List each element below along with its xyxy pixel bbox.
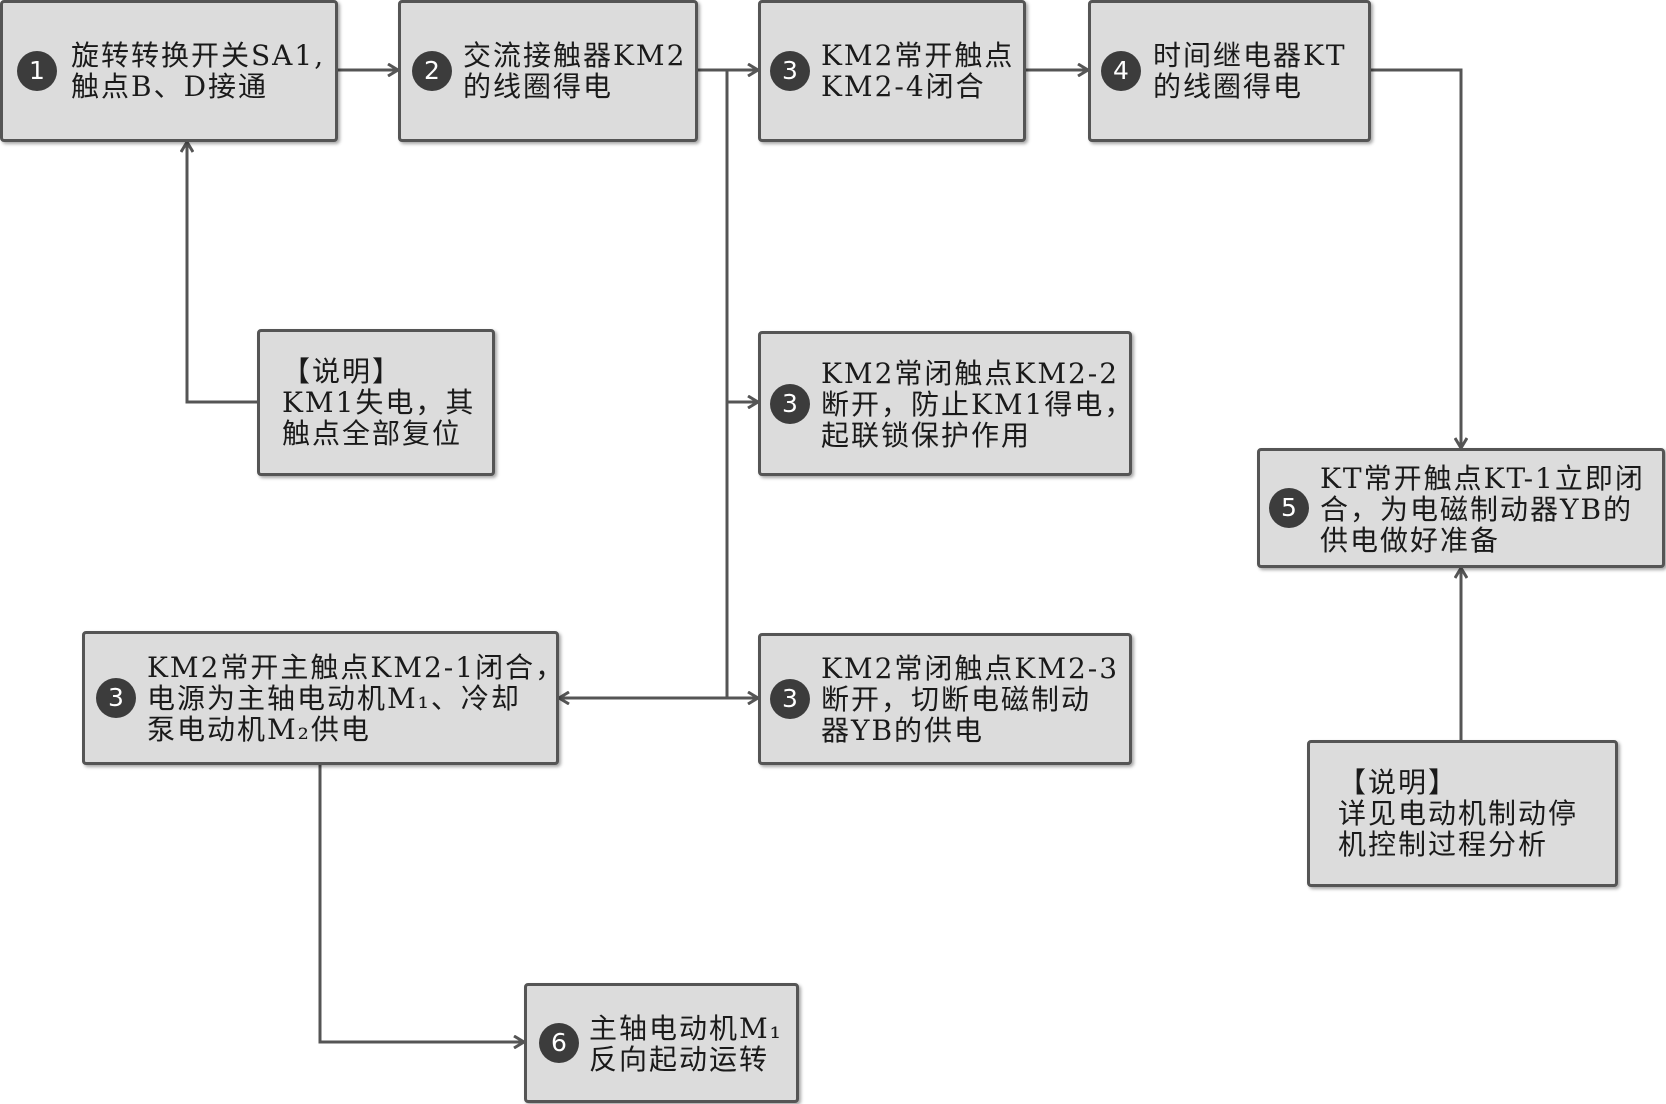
arrow-3c-to-6 bbox=[318, 765, 524, 1042]
text-line: 反向起动运转 bbox=[589, 1043, 770, 1076]
note-text: 【说明】 KM1失电，其 触点全部复位 bbox=[282, 356, 475, 449]
text-line: 机控制过程分析 bbox=[1338, 828, 1549, 861]
step-5-box: 5 KT常开触点KT-1立即闭 合，为电磁制动器YB的 供电做好准备 bbox=[1257, 448, 1665, 568]
text-line: 详见电动机制动停 bbox=[1338, 797, 1579, 830]
text-line: 泵电动机M₂供电 bbox=[147, 713, 371, 746]
step-text: 交流接触器KM2 的线圈得电 bbox=[463, 40, 686, 102]
text-line: KT常开触点KT-1立即闭 bbox=[1320, 462, 1645, 495]
step-number-badge: 4 bbox=[1101, 51, 1141, 91]
arrow-note1-to-1 bbox=[187, 142, 257, 404]
step-3d-box: 3 KM2常闭触点KM2-3 断开，切断电磁制动 器YB的供电 bbox=[758, 633, 1132, 765]
step-4-box: 4 时间继电器KT 的线圈得电 bbox=[1088, 0, 1371, 142]
text-line: KM2常闭触点KM2-3 bbox=[821, 652, 1120, 685]
step-3c-box: 3 KM2常开主触点KM2-1闭合， 电源为主轴电动机M₁、冷却 泵电动机M₂供… bbox=[82, 631, 563, 765]
text-line: 主轴电动机M₁ bbox=[589, 1012, 783, 1045]
step-3b-box: 3 KM2常闭触点KM2-2 断开，防止KM1得电， 起联锁保护作用 bbox=[758, 331, 1132, 476]
step-number-badge: 5 bbox=[1269, 488, 1309, 528]
step-6-box: 6 主轴电动机M₁ 反向起动运转 bbox=[524, 983, 799, 1103]
step-1-box: 1 旋转转换开关SA1, 触点B、D接通 bbox=[0, 0, 338, 142]
text-line: 断开，切断电磁制动 bbox=[821, 683, 1092, 716]
step-text: KM2常闭触点KM2-2 断开，防止KM1得电， 起联锁保护作用 bbox=[821, 358, 1134, 451]
step-text: KM2常开主触点KM2-1闭合， 电源为主轴电动机M₁、冷却 泵电动机M₂供电 bbox=[147, 652, 565, 745]
text-line: 电源为主轴电动机M₁、冷却 bbox=[147, 682, 521, 715]
text-line: 起联锁保护作用 bbox=[821, 419, 1032, 452]
step-number-badge: 3 bbox=[770, 679, 810, 719]
text-line: 断开，防止KM1得电， bbox=[821, 388, 1135, 421]
step-2-box: 2 交流接触器KM2 的线圈得电 bbox=[398, 0, 698, 142]
step-number-badge: 3 bbox=[770, 51, 810, 91]
text-line: 的线圈得电 bbox=[463, 70, 614, 103]
step-3a-box: 3 KM2常开触点 KM2-4闭合 bbox=[758, 0, 1026, 142]
text-line: 合，为电磁制动器YB的 bbox=[1320, 493, 1634, 526]
text-line: 【说明】 bbox=[1338, 766, 1459, 799]
step-text: KM2常开触点 KM2-4闭合 bbox=[821, 40, 1014, 102]
text-line: 的线圈得电 bbox=[1153, 70, 1304, 103]
step-text: 主轴电动机M₁ 反向起动运转 bbox=[589, 1013, 783, 1075]
text-line: KM2常闭触点KM2-2 bbox=[821, 357, 1120, 390]
text-line: KM1失电，其 bbox=[282, 386, 476, 419]
text-line: 触点全部复位 bbox=[282, 417, 463, 450]
step-number-badge: 1 bbox=[17, 51, 57, 91]
text-line: 交流接触器KM2 bbox=[463, 39, 687, 72]
step-number-badge: 3 bbox=[770, 383, 810, 424]
text-line: KM2常开触点 bbox=[821, 39, 1015, 72]
arrow-4-to-5 bbox=[1371, 68, 1461, 448]
note-1-box: 【说明】 KM1失电，其 触点全部复位 bbox=[257, 329, 495, 476]
note-text: 【说明】 详见电动机制动停 机控制过程分析 bbox=[1338, 767, 1578, 860]
step-text: KM2常闭触点KM2-3 断开，切断电磁制动 器YB的供电 bbox=[821, 653, 1119, 746]
text-line: KM2常开主触点KM2-1闭合， bbox=[147, 651, 566, 684]
text-line: 触点B、D接通 bbox=[71, 70, 269, 103]
step-number-badge: 2 bbox=[412, 51, 452, 91]
text-line: 时间继电器KT bbox=[1153, 39, 1347, 72]
text-line: KM2-4闭合 bbox=[821, 70, 986, 103]
text-line: 供电做好准备 bbox=[1320, 524, 1501, 557]
step-text: 旋转转换开关SA1, 触点B、D接通 bbox=[71, 40, 325, 102]
text-line: 器YB的供电 bbox=[821, 714, 985, 747]
step-text: KT常开触点KT-1立即闭 合，为电磁制动器YB的 供电做好准备 bbox=[1320, 463, 1645, 556]
step-text: 时间继电器KT 的线圈得电 bbox=[1153, 40, 1347, 102]
note-2-box: 【说明】 详见电动机制动停 机控制过程分析 bbox=[1307, 740, 1618, 887]
text-line: 旋转转换开关SA1, bbox=[71, 39, 326, 72]
text-line: 【说明】 bbox=[282, 355, 403, 388]
step-number-badge: 6 bbox=[539, 1023, 579, 1063]
step-number-badge: 3 bbox=[96, 678, 136, 718]
